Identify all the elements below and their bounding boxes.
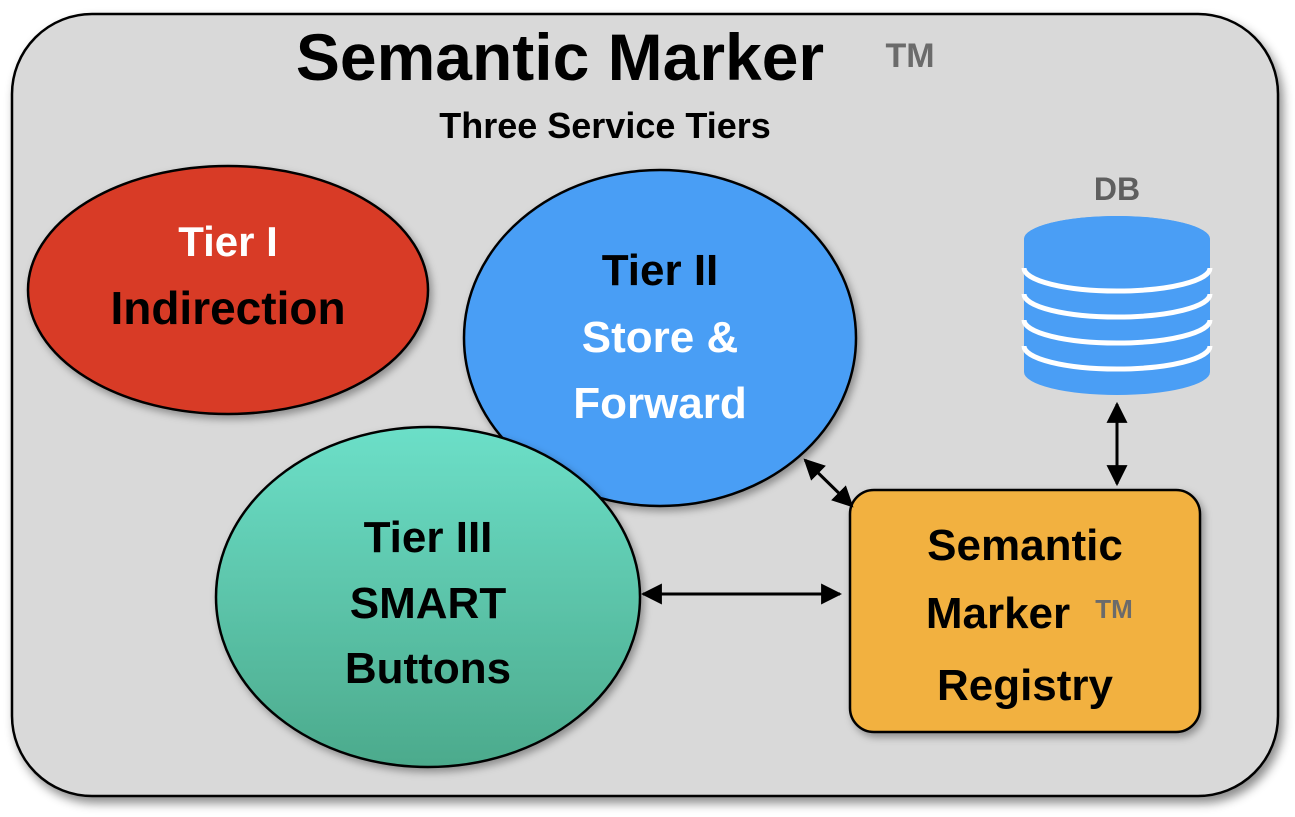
tier-3-label: Tier III bbox=[364, 513, 493, 562]
registry-line-1: Semantic bbox=[927, 521, 1123, 570]
page-title: Semantic Marker bbox=[296, 20, 824, 94]
page-subtitle: Three Service Tiers bbox=[439, 105, 771, 146]
registry-box bbox=[848, 488, 1202, 734]
connector-tier2-registry bbox=[803, 458, 854, 508]
registry-line-2: Marker bbox=[926, 589, 1070, 638]
tier-2-node: Tier II Store & Forward bbox=[462, 168, 858, 508]
database-node: DB bbox=[1021, 171, 1213, 395]
tier-1-node: Tier I Indirection bbox=[26, 164, 430, 416]
tier-1-name: Indirection bbox=[110, 282, 345, 334]
registry-node: Semantic Marker TM Registry bbox=[848, 488, 1202, 734]
tier-1-ellipse bbox=[26, 164, 430, 416]
tier-3-name-line-2: Buttons bbox=[345, 644, 511, 693]
tier-3-name-line-1: SMART bbox=[350, 579, 507, 628]
database-icon bbox=[1021, 216, 1213, 395]
tier-1-label: Tier I bbox=[178, 218, 278, 265]
tier-2-name-line-1: Store & bbox=[582, 313, 738, 362]
tier-2-name-line-2: Forward bbox=[573, 379, 747, 428]
tier-2-label: Tier II bbox=[602, 246, 719, 295]
registry-tm-mark: TM bbox=[1095, 594, 1133, 624]
title-tm-mark: TM bbox=[885, 37, 934, 75]
db-label: DB bbox=[1094, 171, 1140, 207]
registry-line-3: Registry bbox=[937, 661, 1114, 710]
tier-2-ellipse bbox=[462, 168, 858, 508]
tier-3-node: Tier III SMART Buttons bbox=[214, 425, 642, 769]
tier-3-ellipse bbox=[214, 425, 642, 769]
